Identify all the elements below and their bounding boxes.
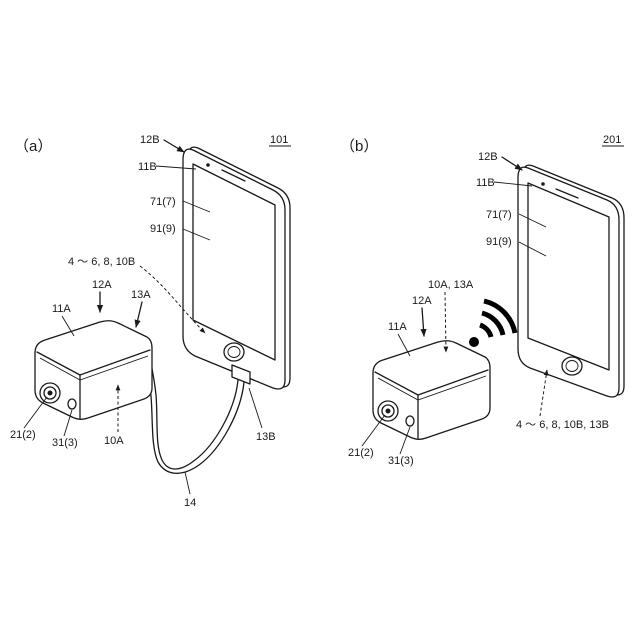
label-13b: 13B (256, 431, 276, 443)
label-71: 71(7) (486, 209, 512, 221)
leader-12a (422, 308, 424, 336)
label-11a: 11A (388, 321, 407, 333)
panel-b: （b） 201 (340, 134, 624, 467)
label-group-b: 4 ～ 6, 8, 10B, 13B (516, 419, 609, 431)
phone-camera-dot (541, 182, 545, 186)
label-13a: 13A (131, 289, 151, 301)
label-group-a: 4 ～ 6, 8, 10B (68, 256, 135, 268)
label-12a: 12A (412, 295, 432, 307)
label-21: 21(2) (10, 429, 36, 441)
panel-a-marker: （a） (14, 138, 52, 155)
leader-12b (502, 157, 522, 170)
panel-b-ref-number: 201 (603, 134, 621, 146)
leader-14 (185, 472, 190, 494)
label-91: 91(9) (486, 236, 512, 248)
panel-a: （a） 101 (10, 134, 291, 509)
sensor-31 (68, 399, 76, 409)
label-71: 71(7) (150, 196, 176, 208)
lens-21-core (386, 409, 391, 414)
camera-module-icon (35, 321, 152, 420)
leader-21 (24, 397, 47, 428)
phone-camera-dot (206, 163, 210, 167)
wireless-signal-icon (469, 301, 515, 347)
leader-21 (362, 415, 385, 446)
panel-b-marker: （b） (340, 138, 378, 155)
leader-12b (164, 140, 184, 152)
leader-group-b (540, 370, 547, 416)
smartphone-icon (518, 165, 624, 397)
label-10a: 10A (104, 435, 124, 447)
label-11b: 11B (138, 161, 157, 173)
label-11a: 11A (52, 303, 71, 315)
lens-21-core (48, 391, 53, 396)
panel-a-ref-number: 101 (270, 134, 288, 146)
label-10a-13a: 10A, 13A (428, 279, 474, 291)
signal-arc-1 (480, 325, 491, 337)
sensor-31 (406, 416, 414, 426)
label-91: 91(9) (150, 223, 176, 235)
label-21: 21(2) (348, 447, 374, 459)
leader-13a (136, 302, 142, 327)
label-12a: 12A (92, 279, 112, 291)
label-12b: 12B (478, 151, 498, 163)
label-11b: 11B (476, 177, 495, 189)
label-12b: 12B (140, 134, 160, 146)
signal-dot (469, 337, 479, 347)
label-14: 14 (184, 497, 196, 509)
camera-module-icon (373, 341, 490, 440)
signal-arc-2 (482, 313, 503, 335)
smartphone-icon (183, 147, 290, 389)
leader-13b (249, 388, 262, 428)
label-31: 31(3) (388, 455, 414, 467)
label-31: 31(3) (52, 437, 78, 449)
